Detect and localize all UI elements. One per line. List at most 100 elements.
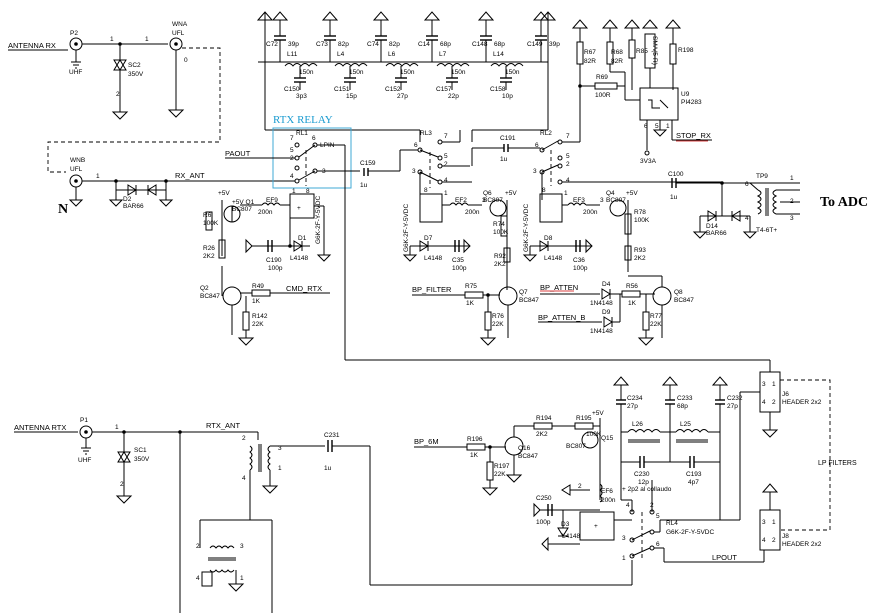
svg-text:D4: D4 (602, 281, 611, 288)
svg-text:R56: R56 (626, 283, 638, 290)
resistor-r77 (642, 311, 650, 331)
relay-coil-rl1 (289, 193, 315, 219)
svg-text:C230: C230 (634, 471, 650, 478)
svg-text:C190: C190 (266, 257, 282, 264)
svg-text:22K: 22K (650, 321, 662, 328)
svg-text:R68: R68 (611, 49, 623, 56)
svg-text:R93: R93 (634, 247, 646, 254)
svg-text:R92: R92 (494, 253, 506, 260)
svg-text:2: 2 (116, 91, 120, 98)
svg-text:7: 7 (290, 135, 294, 142)
resistor-r194 (533, 422, 553, 430)
resistor-r195 (574, 422, 594, 430)
filter-cap-top-ref: C14 (418, 41, 430, 48)
svg-text:200n: 200n (601, 497, 616, 504)
filter-inductor (385, 63, 419, 67)
resistor-r197 (486, 461, 494, 481)
svg-text:C250: C250 (536, 495, 552, 502)
d2-value: BAR66 (123, 203, 144, 210)
transformer-lower-secondary (209, 569, 235, 573)
capacitor-c231: C231 1u (324, 432, 633, 586)
filter-cap-bottom-value: 15p (346, 93, 357, 100)
svg-text:2: 2 (772, 537, 776, 544)
p2-type: UHF (69, 69, 82, 76)
resistor-r49 (251, 289, 271, 297)
svg-text:2K2: 2K2 (536, 431, 548, 438)
svg-text:22K: 22K (492, 321, 504, 328)
relay-rl3: RL3 6 7 5 2 3 4 (399, 130, 472, 200)
svg-text:100p: 100p (573, 265, 588, 272)
svg-text:C100: C100 (668, 171, 684, 178)
svg-text:3: 3 (533, 168, 537, 175)
switch-ic-u9 (639, 87, 679, 121)
header-j6 (759, 371, 781, 413)
transistor-q2 (222, 286, 242, 306)
svg-text:4: 4 (444, 177, 448, 184)
rl2-driver-section: 1 8 G6K-2F-Y-5VDC EF3 200n 3 Q4 BC807 +5… (522, 187, 650, 272)
svg-text:82R: 82R (611, 58, 623, 65)
filter-cap-top-ref: C149 (527, 41, 543, 48)
svg-text:5: 5 (655, 123, 659, 130)
svg-text:3: 3 (762, 519, 766, 526)
svg-text:Q6: Q6 (483, 190, 492, 197)
filter-inductor-value: 150n (451, 69, 466, 76)
svg-text:1K: 1K (628, 300, 637, 307)
svg-text:EF2: EF2 (455, 197, 467, 204)
svg-text:100K: 100K (493, 229, 509, 236)
filter-inductor (436, 63, 470, 67)
svg-text:100K: 100K (634, 217, 650, 224)
svg-text:1: 1 (96, 173, 100, 180)
svg-text:4: 4 (196, 575, 200, 582)
svg-text:1u: 1u (360, 182, 368, 189)
svg-text:+5V Q1: +5V Q1 (232, 199, 255, 206)
transformer-lower-primary (209, 545, 235, 549)
svg-text:4: 4 (626, 502, 630, 509)
svg-text:8: 8 (542, 187, 546, 194)
sc2-value: 350V (128, 71, 144, 78)
svg-text:5: 5 (444, 153, 448, 160)
svg-text:PI4283: PI4283 (681, 99, 702, 106)
diode-d9 (603, 316, 613, 328)
svg-text:R142: R142 (252, 313, 268, 320)
svg-text:1u: 1u (324, 465, 332, 472)
resistor-r6 (205, 211, 213, 231)
svg-text:R75: R75 (465, 283, 477, 290)
svg-text:5: 5 (656, 513, 660, 520)
svg-text:U9: U9 (681, 91, 690, 98)
net-label-bp-atten: BP_ATTEN (540, 283, 578, 292)
bp-filter-driver: BP_FILTER R75 1K Q7 BC847 R76 22K (412, 283, 539, 346)
svg-text:C232: C232 (727, 395, 743, 402)
svg-text:3: 3 (482, 197, 486, 204)
svg-text:C36: C36 (573, 257, 585, 264)
svg-text:+: + (297, 205, 301, 212)
relay-coil-rl3 (419, 193, 443, 223)
svg-text:4: 4 (762, 399, 766, 406)
svg-text:R74: R74 (493, 221, 505, 228)
transformer-tp9-primary (756, 189, 762, 215)
svg-text:BC807: BC807 (483, 197, 503, 204)
svg-text:BC847: BC847 (518, 453, 538, 460)
filter-cap-bottom-value: 27p (397, 93, 408, 100)
svg-text:3: 3 (790, 215, 794, 222)
svg-text:HEADER 2x2: HEADER 2x2 (782, 399, 822, 406)
net-label-cmd-rtx: CMD_RTX (286, 284, 322, 293)
svg-text:4: 4 (566, 177, 570, 184)
dashed-link-wna-wnb (47, 47, 221, 173)
svg-text:G6K-2F-Y-5VDC: G6K-2F-Y-5VDC (666, 529, 714, 536)
svg-text:D14: D14 (706, 223, 718, 230)
svg-text:BC847: BC847 (674, 297, 694, 304)
net-label-bp-filter: BP_FILTER (412, 285, 452, 294)
svg-text:1: 1 (292, 188, 296, 195)
filter-cap-bottom-value: 10p (502, 93, 513, 100)
svg-text:BC847: BC847 (200, 293, 220, 300)
svg-text:R195: R195 (576, 415, 592, 422)
svg-text:6: 6 (414, 142, 418, 149)
filter-inductor-ref: L14 (493, 51, 504, 58)
svg-text:R49: R49 (252, 283, 264, 290)
svg-text:5: 5 (290, 147, 294, 154)
svg-text:Q16: Q16 (518, 445, 531, 452)
wna-type: UFL (172, 30, 185, 37)
svg-text:D8: D8 (544, 235, 553, 242)
svg-text:2: 2 (566, 161, 570, 168)
